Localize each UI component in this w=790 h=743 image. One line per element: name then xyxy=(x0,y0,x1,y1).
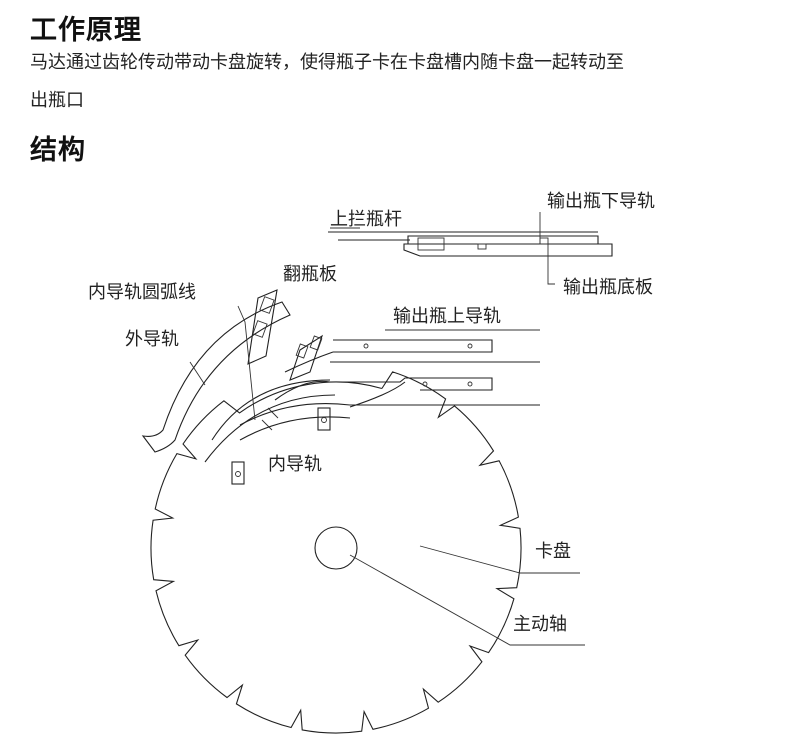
label-output-upper-guide: 输出瓶上导轨 xyxy=(393,306,501,327)
flip-plate xyxy=(247,289,324,381)
label-outer-guide: 外导轨 xyxy=(125,329,179,350)
main-shaft-hole xyxy=(314,526,358,570)
label-flip-plate: 翻瓶板 xyxy=(283,264,337,285)
label-dial-plate: 卡盘 xyxy=(535,541,571,562)
principle-text-line1: 马达通过齿轮传动带动卡盘旋转，使得瓶子卡在卡盘槽内随卡盘一起转动至 xyxy=(30,52,624,73)
outer-guide xyxy=(141,301,291,453)
dial-plate xyxy=(150,371,522,734)
label-inner-guide-arc: 内导轨圆弧线 xyxy=(88,282,196,303)
label-inner-guide: 内导轨 xyxy=(268,454,322,475)
output-upper-guide xyxy=(274,339,540,408)
inner-guide-arc xyxy=(204,379,336,463)
upper-stop-rod-assembly xyxy=(328,231,613,257)
principle-title: 工作原理 xyxy=(30,15,142,46)
inner-guide xyxy=(231,403,351,485)
principle-text-line2: 出瓶口 xyxy=(30,90,84,111)
label-upper-stop-rod: 上拦瓶杆 xyxy=(330,209,402,230)
label-output-bottom-plate: 输出瓶底板 xyxy=(563,277,653,298)
dial-outline xyxy=(150,371,522,734)
label-output-lower-guide: 输出瓶下导轨 xyxy=(547,191,655,212)
label-main-shaft: 主动轴 xyxy=(513,614,567,635)
structure-title: 结构 xyxy=(30,135,86,166)
